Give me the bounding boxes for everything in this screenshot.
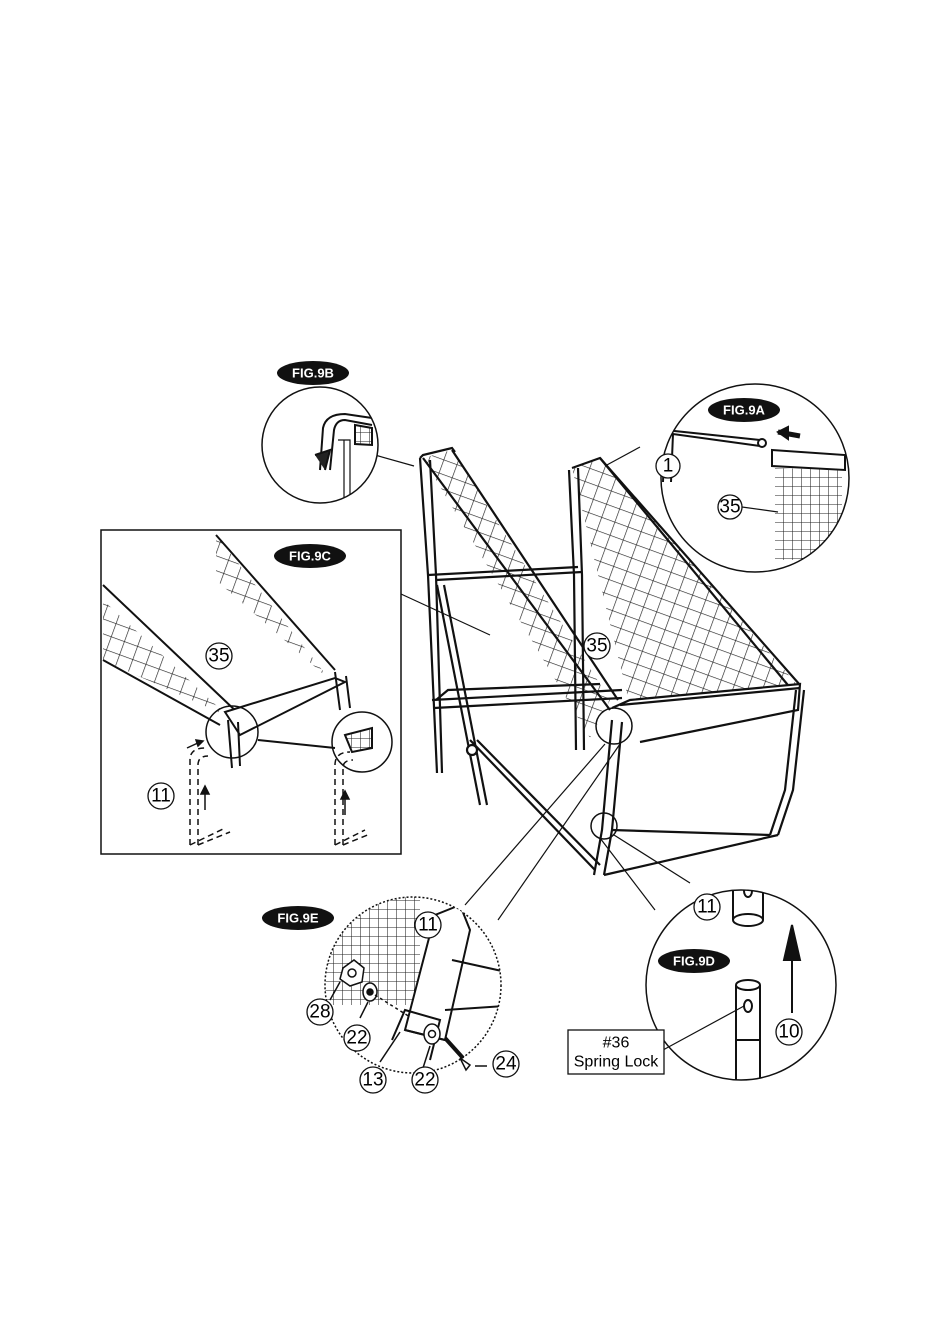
part-1-label: 1: [663, 456, 674, 477]
fig-9e-label: FIG.9E: [277, 911, 319, 926]
spring-lock-number: #36: [603, 1035, 630, 1052]
fig-9d-detail: 11 10: [646, 880, 836, 1090]
fig-9e-badge: FIG.9E: [262, 906, 334, 930]
part-22-label-b: 22: [414, 1070, 435, 1091]
fig-9b-label: FIG.9B: [292, 366, 334, 381]
part-11-label-9c: 11: [151, 786, 171, 807]
part-10-label: 10: [778, 1022, 799, 1043]
part-11-label-9e: 11: [418, 915, 438, 936]
part-22-label-a: 22: [346, 1028, 367, 1049]
part-35-label-9a: 35: [719, 497, 740, 518]
fig-9b-detail: [262, 387, 378, 503]
part-13-label: 13: [362, 1070, 383, 1091]
fig-9c-detail: 35 11: [101, 530, 401, 854]
spring-lock-callout: #36 Spring Lock: [568, 1030, 664, 1074]
fig-9a-badge: FIG.9A: [708, 398, 780, 422]
fig-9c-label: FIG.9C: [289, 549, 332, 564]
part-35-label-main: 35: [586, 636, 607, 657]
fig-9d-badge: FIG.9D: [658, 949, 730, 973]
fig-9c-badge: FIG.9C: [274, 544, 346, 568]
fig-9d-label: FIG.9D: [673, 954, 715, 969]
fig-9e-detail: 11 28 22 13 22 24: [307, 895, 520, 1093]
part-24-label: 24: [495, 1054, 517, 1075]
spring-lock-name: Spring Lock: [574, 1054, 659, 1071]
fig-9b-badge: FIG.9B: [277, 361, 349, 385]
part-35-label-9c: 35: [208, 646, 229, 667]
part-28-label: 28: [309, 1002, 330, 1023]
fig-9a-label: FIG.9A: [723, 403, 766, 418]
part-11-label-9d: 11: [697, 897, 717, 918]
